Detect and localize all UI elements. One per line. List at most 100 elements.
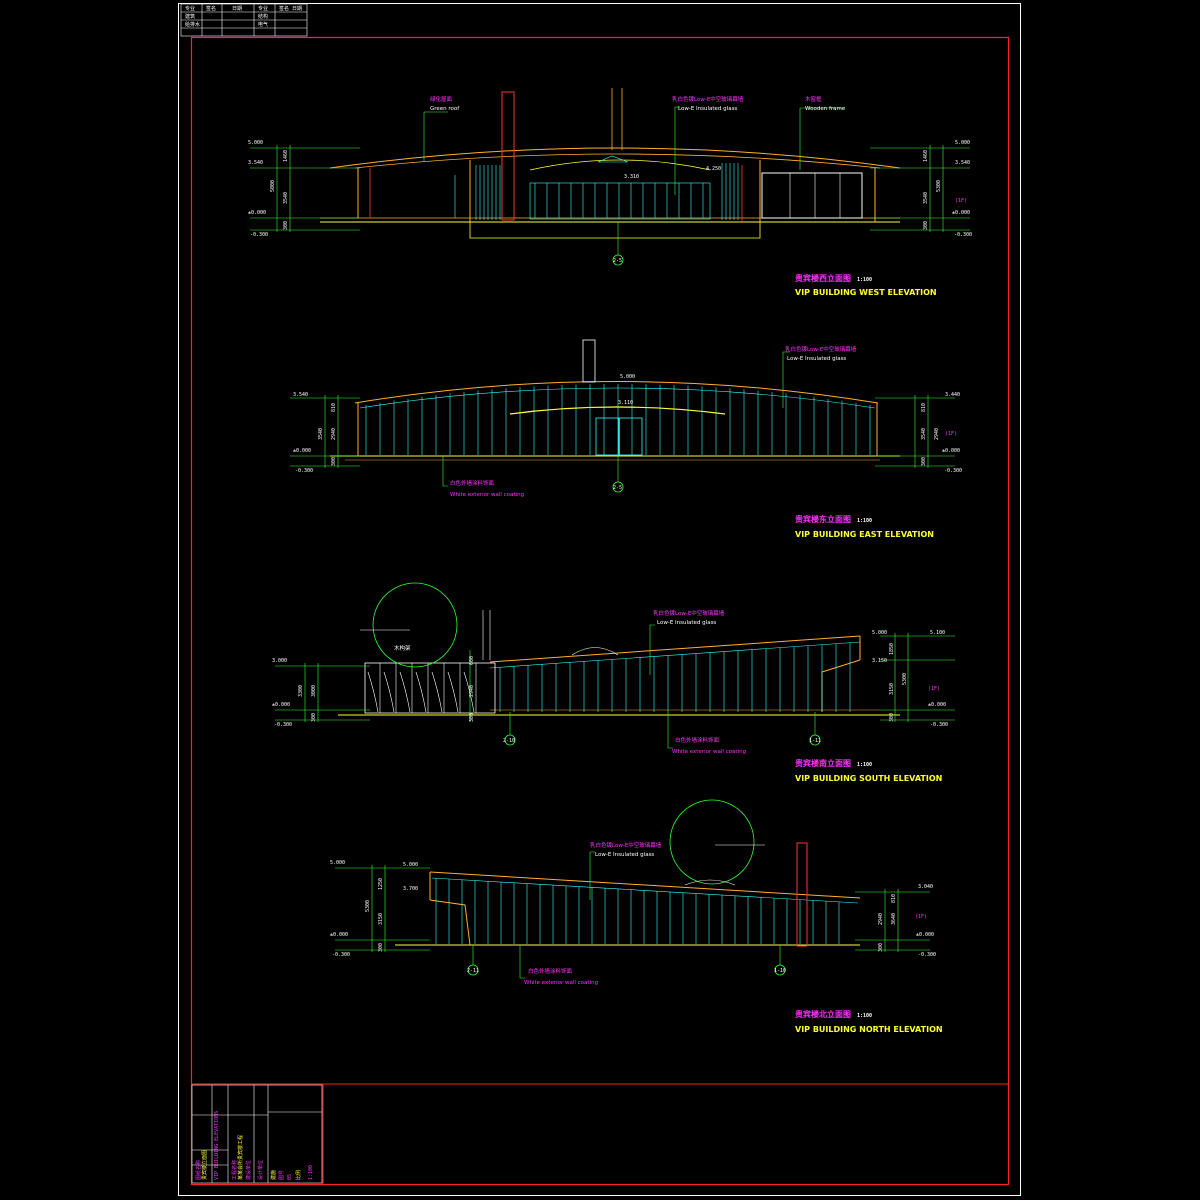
title-block-label: 比例 xyxy=(295,1170,302,1180)
north-elevation xyxy=(335,799,930,979)
north-floor-tag: (1F) xyxy=(915,914,927,920)
west-mullions xyxy=(454,163,739,220)
east-dim-r3: 300 xyxy=(921,457,927,466)
south-lvl-r3: -0.300 xyxy=(930,722,948,728)
west-lvl-l1: 3.540 xyxy=(248,160,263,166)
south-dim-l1: 3300 xyxy=(298,685,304,697)
north-lvl-r2: -0.300 xyxy=(918,952,936,958)
grid-cell-text: 日期 xyxy=(292,6,302,12)
pergola-brace xyxy=(415,671,427,713)
west-lvl-r3: -0.300 xyxy=(954,232,972,238)
east-dim-l2: 2940 xyxy=(331,428,337,440)
west-axis: 2-5 xyxy=(613,258,622,264)
grid-cell-text: 专业 xyxy=(185,5,195,12)
east-floor-tag: (1F) xyxy=(945,431,957,437)
north-lvl-r0: 3.040 xyxy=(918,884,933,890)
north-axis-0: 2-11 xyxy=(467,968,479,974)
east-elevation xyxy=(290,339,955,493)
south-axis-1: 1-11 xyxy=(809,738,821,744)
grid-cell-text: 专业 xyxy=(258,5,268,12)
north-dim-l2: 5300 xyxy=(365,900,371,912)
pergola-brace xyxy=(399,671,411,713)
north-coat-cn: 白色外墙涂料饰面 xyxy=(528,967,573,975)
title-block-grid xyxy=(191,1084,323,1184)
west-elevation xyxy=(250,88,970,266)
north-top-lvl-0: 5.000 xyxy=(403,862,418,868)
west-floor-tag: (1F) xyxy=(955,198,967,204)
west-lvl-r1: 3.540 xyxy=(955,160,970,166)
east-dim-r0: 810 xyxy=(921,403,927,412)
north-mullions xyxy=(435,878,840,944)
south-lvl-l1: ±0.000 xyxy=(272,702,290,708)
north-dim-r0: 810 xyxy=(891,894,897,903)
north-title-en: VIP BUILDING NORTH ELEVATION xyxy=(795,1025,943,1034)
title-block-label: 工程名称 xyxy=(231,1160,238,1180)
south-axis-0: 2-10 xyxy=(503,738,515,744)
south-dim-l0: 3000 xyxy=(311,685,317,697)
south-top-lvl-1: 5.100 xyxy=(930,630,945,636)
grid-cell-text: 日期 xyxy=(232,6,242,12)
south-top-lvl-0: 5.000 xyxy=(872,630,887,636)
south-mullions xyxy=(499,642,851,712)
north-dim-l3: 300 xyxy=(378,943,384,952)
signature-grid xyxy=(180,3,308,37)
south-glass-cn: 乳白色镀Low-E中空玻璃幕墙 xyxy=(653,609,725,617)
west-lvl-l3: -0.300 xyxy=(250,232,268,238)
west-lvl-r0: 5.000 xyxy=(955,140,970,146)
pergola-brace xyxy=(383,671,395,713)
south-title-en: VIP BUILDING SOUTH ELEVATION xyxy=(795,774,942,783)
north-coat-en: White exterior wall coating xyxy=(524,980,598,986)
grid-cell-text: 建筑 xyxy=(185,13,195,20)
pergola-brace xyxy=(431,671,443,713)
west-glass-cn: 乳白色镀Low-E中空玻璃幕墙 xyxy=(672,95,744,103)
title-block-label: 某某会所贵宾楼工程 xyxy=(237,1135,244,1180)
south-lvl-l2: -0.300 xyxy=(274,722,292,728)
north-dim-r3: 300 xyxy=(878,943,884,952)
grid-cell-text: 结构 xyxy=(258,13,268,20)
pergola-brace xyxy=(367,671,379,713)
east-dim-r2: 2940 xyxy=(934,428,940,440)
west-lvl-r2: ±0.000 xyxy=(952,210,970,216)
south-lvl-l0: 3.000 xyxy=(272,658,287,664)
pergola-brace xyxy=(463,671,475,713)
pergola-brace xyxy=(447,671,459,713)
title-block-label: 图号 xyxy=(279,1170,285,1180)
east-lvl-l1: ±0.000 xyxy=(293,448,311,454)
grid-cell-text: 签名 xyxy=(206,5,216,12)
east-glass-en: Low-E Insulated glass xyxy=(787,356,846,362)
grid-cell-text: 电气 xyxy=(258,21,268,28)
title-block xyxy=(191,1083,1008,1184)
east-dim-l1: 3540 xyxy=(318,428,324,440)
north-glass-en: Low-E Insulated glass xyxy=(595,852,654,858)
north-top-lvl-1: 3.700 xyxy=(403,886,418,892)
west-glass-en: Low-E Insulated glass xyxy=(678,106,737,112)
grid-cell-text: 签名 xyxy=(279,5,289,12)
west-dim-l0: 1460 xyxy=(283,150,289,162)
signature-grid-text: 专业签名日期专业签名日期建筑结构给排水电气 xyxy=(185,5,302,28)
title-block-label: 建施 xyxy=(270,1170,277,1180)
west-dim-r2: 300 xyxy=(923,221,929,230)
north-dim-r1: 2940 xyxy=(878,913,884,925)
south-coat-en: White exterior wall coating xyxy=(672,749,746,755)
east-title-en: VIP BUILDING EAST ELEVATION xyxy=(795,530,934,539)
north-dim-l0: 1250 xyxy=(378,878,384,890)
title-block-label: VIP BUILDING ELEVATIONS xyxy=(214,1111,220,1180)
grid-cell-text: 给排水 xyxy=(185,21,200,28)
south-dim-m2: 300 xyxy=(469,713,475,722)
south-lvl-r2: ±0.000 xyxy=(928,702,946,708)
south-dim-r2: 5300 xyxy=(902,673,908,685)
east-dim-l3: 300 xyxy=(331,457,337,466)
south-dim-r1: 3150 xyxy=(889,683,895,695)
east-coat-en: White exterior wall coating xyxy=(450,492,524,498)
south-dim-l2: 300 xyxy=(311,713,317,722)
west-lvl-l0: 5.000 xyxy=(248,140,263,146)
east-glass-cn: 乳白色镀Low-E中空玻璃幕墙 xyxy=(785,345,857,353)
south-elevation xyxy=(275,582,955,749)
west-inner-lvl-0: 3.310 xyxy=(624,174,639,180)
west-wood-en: Wooden frame xyxy=(805,106,846,112)
north-lvl-l1: ±0.000 xyxy=(330,932,348,938)
